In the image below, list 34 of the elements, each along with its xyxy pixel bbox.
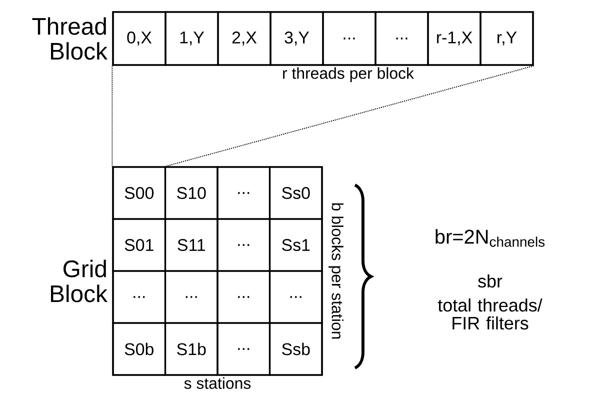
cell: ... (268, 270, 323, 324)
cell: S11 (164, 218, 218, 272)
cell: Ss0 (268, 166, 323, 220)
cell: ... (322, 11, 376, 66)
cell: ... (216, 270, 271, 324)
block-heading: Thread Block (32, 17, 108, 60)
block-heading: Grid Block (50, 260, 108, 302)
cell: S1b (164, 322, 218, 376)
annotation: sbr (478, 274, 502, 288)
zoom-line (166, 65, 534, 167)
cell: ... (216, 322, 271, 376)
cell: 2,X (217, 11, 272, 66)
cell: ... (216, 166, 271, 220)
cell: 3,Y (270, 11, 324, 66)
cell: S01 (112, 218, 166, 272)
cell: S00 (112, 166, 166, 220)
cell: r-1,X (427, 11, 482, 66)
cell: Ss1 (268, 218, 323, 272)
cell: S10 (164, 166, 218, 220)
cell: ... (164, 270, 218, 324)
cell: ... (216, 218, 271, 272)
axis-caption: s stations (184, 377, 251, 389)
cell: r,Y (480, 11, 534, 66)
cell: ... (374, 11, 429, 66)
cell: 1,Y (164, 11, 219, 66)
annotation: total threads/ FIR filters (438, 298, 542, 330)
cell: Ssb (268, 322, 323, 376)
cell: 0,X (112, 11, 166, 66)
axis-caption: b blocks per station (328, 203, 344, 339)
axis-caption: r threads per block (283, 67, 414, 82)
cell: S0b (112, 322, 166, 376)
cell: ... (112, 270, 166, 324)
annotation: br=2N$_{channels}$ (436, 229, 545, 247)
zoom-line (112, 65, 113, 167)
